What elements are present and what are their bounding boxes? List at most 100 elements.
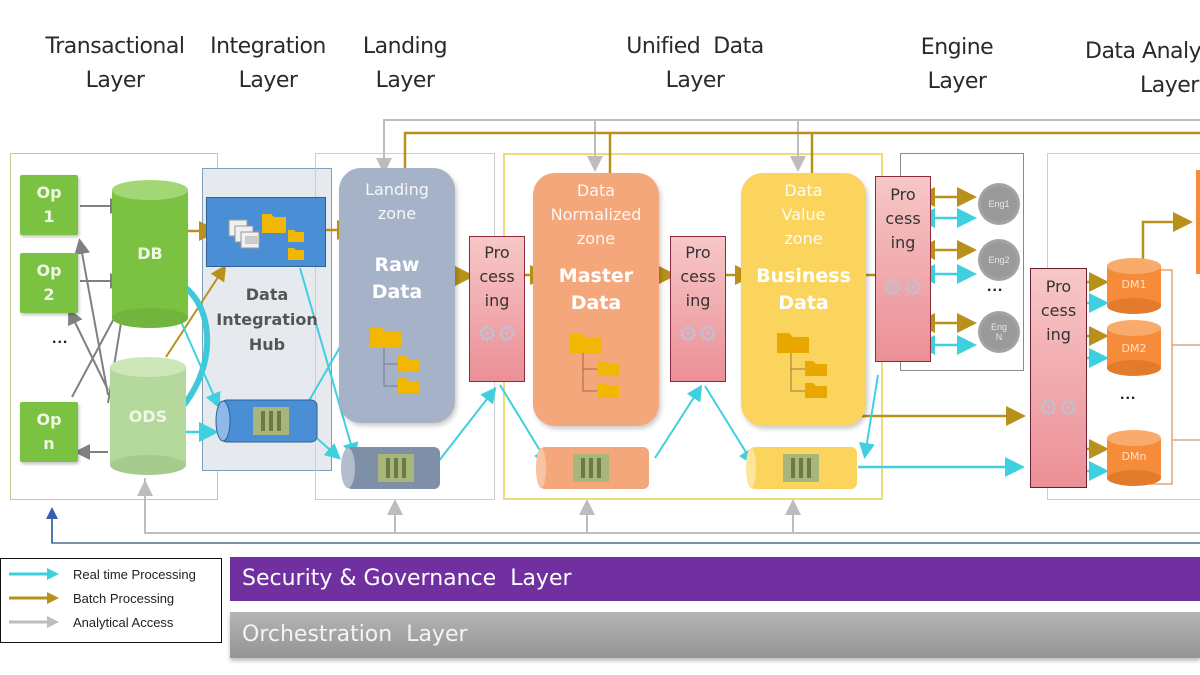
landing-zone[interactable]: Landing zone Raw Data	[339, 168, 455, 423]
ods-label: ODS	[128, 407, 168, 426]
processing-line3: ing	[1046, 325, 1071, 344]
analytical-access-top	[376, 119, 1200, 180]
layer-title-analytics: Data Analytics Layer	[1085, 35, 1200, 103]
engine-label-2: N	[995, 332, 1003, 342]
business-data-line1: Business	[756, 265, 851, 287]
layer-title-integration: Integration Layer	[198, 30, 338, 98]
legend-label: Real time Processing	[73, 566, 196, 582]
legend-item-analytical: Analytical Access	[9, 611, 173, 633]
folder-tree-icon	[776, 333, 827, 398]
message-queue-icon	[536, 447, 649, 489]
op-box-1[interactable]: Op 1	[20, 175, 78, 235]
landing-queue[interactable]	[340, 445, 444, 491]
integration-source-box[interactable]	[206, 197, 326, 267]
hub-line3: Hub	[248, 335, 286, 354]
gears-icon: ⚙⚙	[678, 322, 718, 347]
layer-title-line1: Data Analytics	[1085, 39, 1200, 64]
db-label: DB	[137, 244, 163, 263]
gears-icon: ⚙⚙	[477, 322, 517, 347]
processing-line1: Pro	[685, 243, 711, 262]
landing-zone-line1: Landing	[365, 180, 429, 199]
engine-1[interactable]: Eng1	[981, 186, 1017, 222]
orchestration-layer[interactable]: Orchestration Layer	[230, 612, 1200, 658]
layer-title-engine: Engine Layer	[897, 31, 1017, 99]
engine-processing-box[interactable]: Pro cess ing ⚙⚙	[875, 176, 931, 362]
landing-zone-line2: zone	[377, 204, 417, 223]
legend: Real time Processing Batch Processing An…	[0, 558, 222, 643]
raw-data-line1: Raw	[374, 254, 420, 276]
hub-line2: Integration	[216, 310, 318, 329]
op-number: n	[43, 434, 55, 453]
database-icon	[110, 357, 186, 475]
hub-line1: Data	[245, 285, 289, 304]
data-value-zone[interactable]: Data Value zone Business Data	[741, 173, 866, 426]
folder-tree-icon	[569, 333, 619, 398]
legend-item-batch: Batch Processing	[9, 587, 174, 609]
analytics-output-box	[1196, 170, 1200, 274]
normalized-line2: Normalized	[550, 205, 642, 224]
layer-title-unified: Unified Data Layer	[605, 30, 785, 98]
dm-bracket	[1150, 269, 1200, 485]
op-label: Op	[36, 183, 62, 202]
engine-2[interactable]: Eng2	[981, 242, 1017, 278]
layer-title-line2: Layer	[238, 68, 298, 93]
engine-label: Eng	[990, 322, 1007, 332]
processing-box-2[interactable]: Pro cess ing ⚙⚙	[670, 236, 726, 382]
data-mart-2[interactable]: DM2	[1107, 320, 1161, 376]
data-integration-hub-label: Data Integration Hub	[202, 282, 332, 357]
data-mart-1[interactable]: DM1	[1107, 258, 1161, 314]
engine-label: Eng1	[988, 199, 1010, 209]
analytical-access-bottom	[137, 478, 1200, 534]
value-queue[interactable]	[745, 445, 859, 491]
processing-line2: cess	[1040, 301, 1077, 320]
layer-title-line2: Layer	[85, 68, 145, 93]
realtime-arrow-icon	[9, 568, 59, 580]
layer-title-line2: Layer	[927, 69, 987, 94]
op-label: Op	[36, 410, 62, 429]
value-line3: zone	[784, 229, 823, 248]
processing-line1: Pro	[890, 185, 916, 204]
gears-icon: ⚙⚙	[1038, 396, 1079, 421]
op-box-2[interactable]: Op 2	[20, 253, 78, 313]
raw-data-line2: Data	[371, 281, 423, 303]
db-cylinder[interactable]: DB	[112, 180, 188, 328]
legend-label: Analytical Access	[73, 614, 174, 630]
layer-title-transactional: Transactional Layer	[30, 30, 200, 98]
batch-top	[403, 131, 1200, 175]
analytics-processing-box[interactable]: Pro cess ing ⚙⚙	[1030, 268, 1087, 488]
layer-title-line1: Unified Data	[626, 34, 764, 59]
ods-cylinder[interactable]: ODS	[110, 357, 186, 475]
layer-title-landing: Landing Layer	[345, 30, 465, 98]
data-normalized-zone[interactable]: Data Normalized zone Master Data	[533, 173, 659, 426]
processing-line2: cess	[680, 267, 716, 286]
message-queue-icon	[215, 399, 318, 443]
op-box-n[interactable]: Op n	[20, 402, 78, 462]
processing-line2: cess	[885, 209, 921, 228]
op-label: Op	[36, 261, 62, 280]
analytical-arrow-icon	[9, 616, 59, 628]
layer-title-line1: Engine	[920, 35, 994, 60]
layer-title-line1: Transactional	[45, 34, 185, 59]
data-mart-n[interactable]: DMn	[1107, 430, 1161, 486]
op-number: 2	[43, 285, 55, 304]
engine-label: Eng2	[988, 255, 1010, 265]
value-line1: Data	[784, 181, 823, 200]
data-mart-label: DMn	[1121, 450, 1147, 463]
engines-ellipsis: ...	[987, 278, 1004, 295]
message-queue-icon	[746, 447, 857, 489]
legend-item-realtime: Real time Processing	[9, 563, 196, 585]
layer-title-line2: Layer	[665, 68, 725, 93]
engine-n[interactable]: Eng N	[981, 314, 1017, 350]
security-governance-layer[interactable]: Security & Governance Layer	[230, 557, 1200, 601]
processing-line2: cess	[479, 267, 515, 286]
processing-box-1[interactable]: Pro cess ing ⚙⚙	[469, 236, 525, 382]
legend-label: Batch Processing	[73, 590, 175, 606]
batch-arrow-icon	[9, 592, 59, 604]
layer-title-line2: Layer	[1140, 73, 1199, 98]
integration-queue[interactable]	[215, 398, 321, 444]
gears-icon: ⚙⚙	[883, 276, 923, 301]
normalized-line1: Data	[576, 181, 616, 200]
normalized-queue[interactable]	[535, 445, 651, 491]
master-data-line1: Master	[558, 265, 634, 287]
